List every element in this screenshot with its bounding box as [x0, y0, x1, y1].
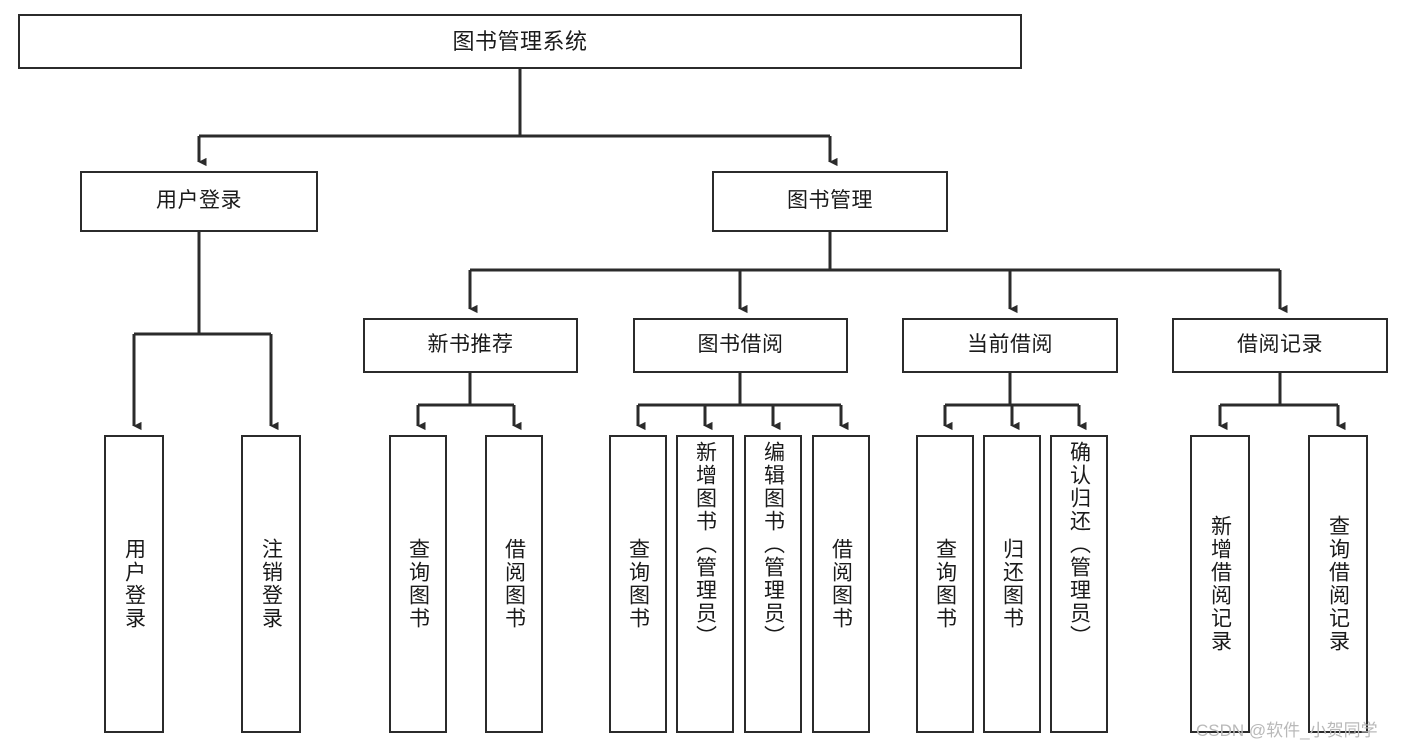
node-leaf-confirm-return-admin[interactable]: 确认归还（管理员）	[1050, 435, 1108, 733]
node-borrow-record[interactable]: 借阅记录	[1172, 318, 1388, 373]
node-label: 查询图书	[406, 538, 430, 630]
node-leaf-add-record[interactable]: 新增借阅记录	[1190, 435, 1250, 733]
node-label: 新增借阅记录	[1208, 515, 1232, 653]
node-label: 归还图书	[1000, 538, 1024, 630]
node-label: 图书管理	[787, 189, 873, 213]
node-label: 图书管理系统	[452, 28, 588, 54]
node-label: 查询借阅记录	[1326, 515, 1350, 653]
node-label: 用户登录	[122, 538, 146, 630]
node-leaf-borrow-book-rec[interactable]: 借阅图书	[485, 435, 543, 733]
node-leaf-query-book[interactable]: 查询图书	[609, 435, 667, 733]
node-current-borrow[interactable]: 当前借阅	[902, 318, 1118, 373]
node-label: 新书推荐	[427, 333, 514, 357]
node-label: 借阅记录	[1237, 333, 1323, 357]
node-label: 新增图书（管理员）	[693, 441, 717, 648]
node-leaf-return-book[interactable]: 归还图书	[983, 435, 1041, 733]
node-leaf-query-book-rec[interactable]: 查询图书	[389, 435, 447, 733]
node-label: 查询图书	[626, 538, 650, 630]
node-leaf-query-record[interactable]: 查询借阅记录	[1308, 435, 1368, 733]
node-label: 查询图书	[933, 538, 957, 630]
node-label: 图书借阅	[697, 333, 784, 357]
node-user-login[interactable]: 用户登录	[80, 171, 318, 232]
node-leaf-logout[interactable]: 注销登录	[241, 435, 301, 733]
node-root[interactable]: 图书管理系统	[18, 14, 1022, 69]
node-new-book-rec[interactable]: 新书推荐	[363, 318, 578, 373]
node-label: 注销登录	[259, 538, 283, 630]
node-leaf-query-book-cur[interactable]: 查询图书	[916, 435, 974, 733]
node-label: 确认归还（管理员）	[1067, 441, 1091, 648]
node-label: 借阅图书	[829, 538, 853, 630]
node-leaf-user-login[interactable]: 用户登录	[104, 435, 164, 733]
node-leaf-edit-book-admin[interactable]: 编辑图书（管理员）	[744, 435, 802, 733]
node-leaf-add-book-admin[interactable]: 新增图书（管理员）	[676, 435, 734, 733]
node-label: 用户登录	[156, 189, 242, 213]
node-leaf-borrow-book[interactable]: 借阅图书	[812, 435, 870, 733]
node-label: 编辑图书（管理员）	[761, 441, 785, 648]
node-label: 借阅图书	[502, 538, 526, 630]
node-book-manage[interactable]: 图书管理	[712, 171, 948, 232]
node-book-borrow[interactable]: 图书借阅	[633, 318, 848, 373]
node-label: 当前借阅	[967, 333, 1053, 357]
csdn-watermark: CSDN @软件_小贺同学	[1196, 721, 1378, 740]
